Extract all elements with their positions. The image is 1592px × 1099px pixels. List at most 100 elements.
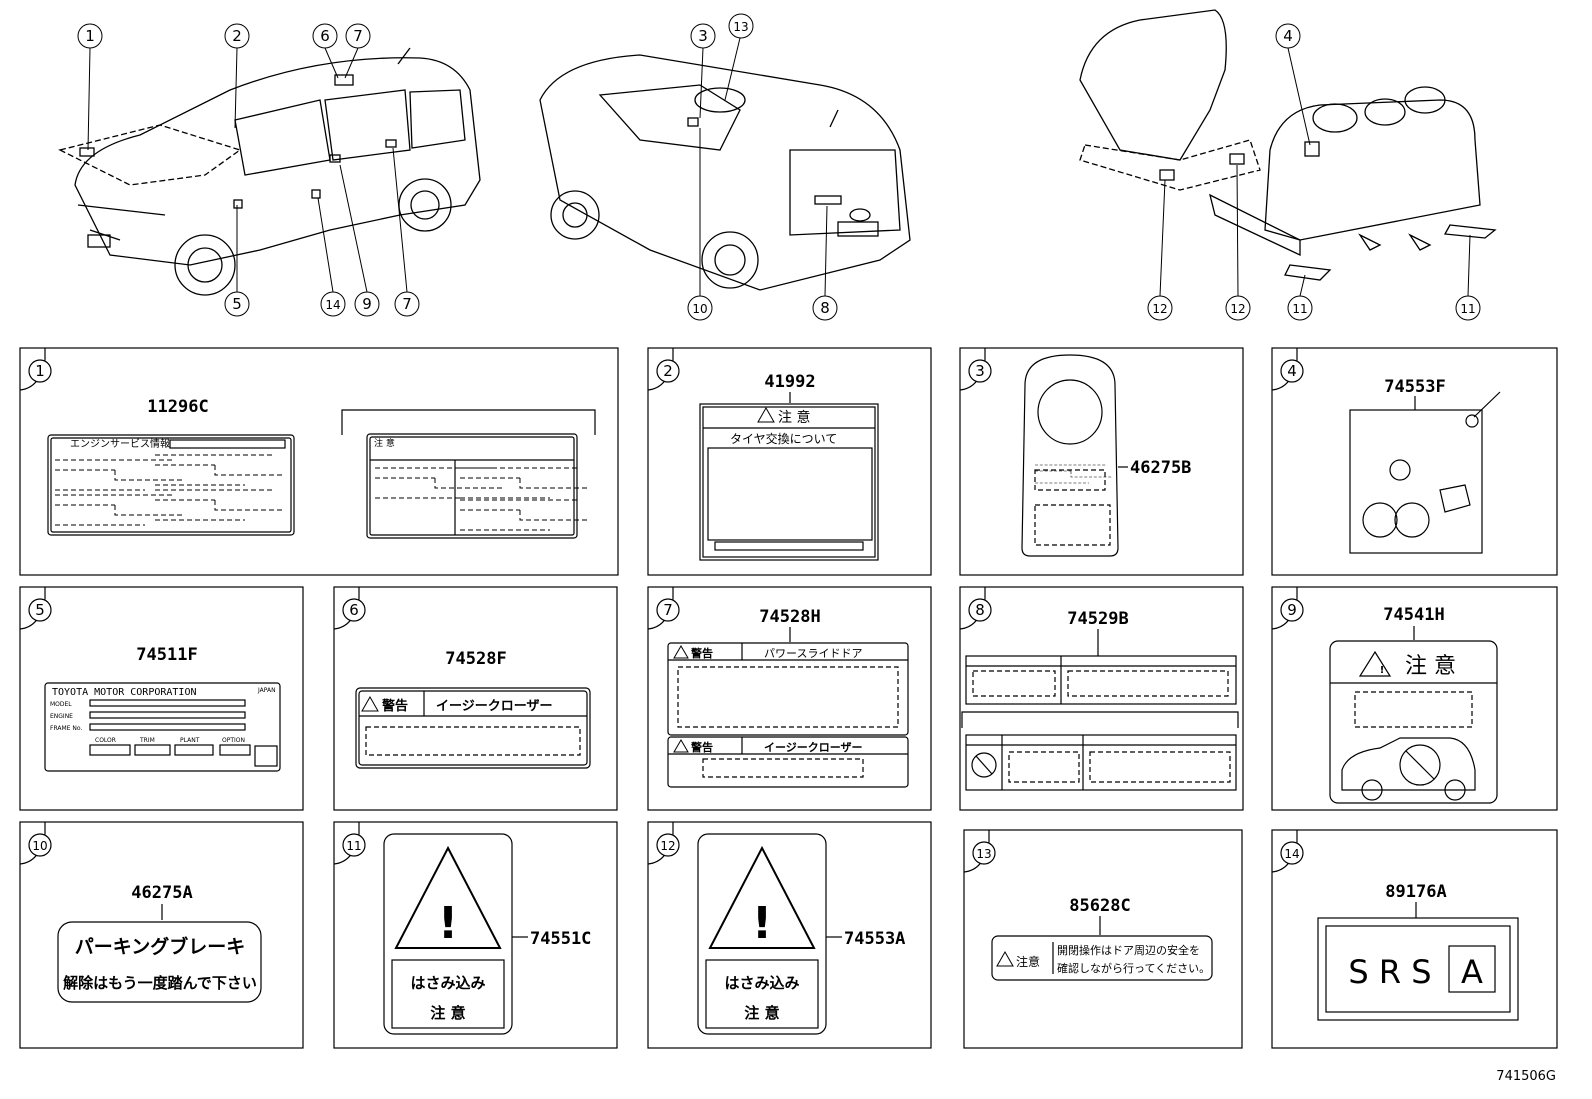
- part-number-74553F: 74553F: [1384, 377, 1445, 397]
- panel-10-number: 10: [32, 839, 47, 853]
- part-number-46275B: 46275B: [1130, 458, 1191, 478]
- label-row-engine: ENGINE: [50, 713, 73, 720]
- callout-10-text: 10: [692, 302, 707, 316]
- label-pinch-74553A: はさみ込み: [724, 974, 799, 992]
- callout-9-text: 9: [362, 295, 372, 313]
- label-col-plant: PLANT: [180, 737, 200, 744]
- callout-7b: 7: [394, 291, 420, 317]
- label-row-frame: FRAME No.: [50, 725, 82, 732]
- panel-7-number: 7: [663, 601, 673, 619]
- part-number-74528F: 74528F: [445, 649, 506, 669]
- panel-12-number: 12: [660, 839, 675, 853]
- panel-5: [19, 586, 304, 811]
- label-parking-brake: パーキングブレーキ: [75, 935, 245, 958]
- label-warning-74528F: 警告: [382, 698, 408, 714]
- part-number-41992: 41992: [764, 372, 815, 392]
- callout-10: 10: [687, 295, 713, 321]
- label-door-op-line2: 確認しながら行ってください。: [1057, 961, 1210, 975]
- panel-10: [19, 821, 304, 1049]
- panel-9: [1271, 586, 1558, 811]
- callout-3-text: 3: [698, 27, 708, 45]
- callout-7a-text: 7: [353, 27, 363, 45]
- callout-12b-text: 12: [1230, 302, 1245, 316]
- part-number-46275A: 46275A: [131, 883, 192, 903]
- callout-11a-text: 11: [1292, 302, 1307, 316]
- callout-14-text: 14: [325, 298, 340, 312]
- seats-illustration: [1079, 9, 1497, 281]
- label-release-note: 解除はもう一度踏んで下さい: [63, 974, 257, 992]
- label-power-slide-door: パワースライドドア: [764, 647, 862, 660]
- panel-9-number: 9: [1287, 601, 1297, 619]
- callout-12b: 12: [1225, 295, 1251, 321]
- svg-text:!: !: [1380, 665, 1385, 676]
- part-number-74511F: 74511F: [136, 645, 197, 665]
- callout-11b-text: 11: [1460, 302, 1475, 316]
- callout-9: 9: [354, 291, 380, 317]
- callout-8-text: 8: [820, 299, 830, 317]
- callout-5-text: 5: [232, 295, 242, 313]
- panel-6-number: 6: [349, 601, 359, 619]
- label-tire-change: タイヤ交換について: [730, 431, 837, 446]
- panel-13: [963, 829, 1243, 1049]
- part-number-74541H: 74541H: [1383, 605, 1444, 625]
- panel-1-number: 1: [35, 362, 45, 380]
- panel-2: [647, 347, 932, 576]
- panel-14: [1271, 829, 1558, 1049]
- label-row-model: MODEL: [50, 701, 72, 708]
- panel-8-number: 8: [975, 601, 985, 619]
- part-number-74528H: 74528H: [759, 607, 820, 627]
- callout-6-text: 6: [320, 27, 330, 45]
- callout-4: 4: [1275, 23, 1301, 49]
- label-door-op-line1: 開閉操作はドア周辺の安全を: [1057, 943, 1200, 957]
- part-number-74551C: 74551C: [530, 929, 591, 949]
- label-col-color: COLOR: [95, 737, 116, 744]
- panel-13-number: 13: [976, 847, 991, 861]
- callout-12a-text: 12: [1152, 302, 1167, 316]
- label-caution-85628C: 注意: [1016, 954, 1040, 969]
- panel-3-number: 3: [975, 362, 985, 380]
- part-number-85628C: 85628C: [1069, 896, 1130, 916]
- panel-11-number: 11: [346, 839, 361, 853]
- callout-4-text: 4: [1283, 27, 1293, 45]
- panel-7: [647, 586, 932, 811]
- panel-11: [333, 821, 618, 1049]
- label-col-trim: TRIM: [139, 737, 155, 744]
- van-rear-illustration: [539, 54, 911, 291]
- callout-13-text: 13: [733, 20, 748, 34]
- label-pinch-74551C: はさみ込み: [410, 974, 485, 992]
- part-number-11296C: 11296C: [147, 397, 208, 417]
- label-easy-closer-74528H: イージークローザー: [764, 741, 863, 754]
- callout-1-text: 1: [85, 27, 95, 45]
- label-easy-closer-74528F: イージークローザー: [436, 699, 552, 714]
- label-caution-74553A: 注 意: [744, 1004, 779, 1022]
- callout-12a: 12: [1147, 295, 1173, 321]
- callout-11b: 11: [1455, 295, 1481, 321]
- panel-5-number: 5: [35, 601, 45, 619]
- part-number-74529B: 74529B: [1067, 609, 1128, 629]
- callout-14: 14: [320, 291, 346, 317]
- van-front-side-illustration: [58, 47, 481, 296]
- callout-1: 1: [77, 23, 103, 49]
- callout-6: 6: [312, 23, 338, 49]
- panel-14-number: 14: [1284, 847, 1299, 861]
- panel-4: [1271, 347, 1558, 576]
- label-caution-74551C: 注 意: [430, 1004, 465, 1022]
- panel-12: [647, 821, 932, 1049]
- label-country: JAPAN: [257, 687, 276, 694]
- diagram-id: 741506G: [1496, 1069, 1556, 1084]
- part-number-89176A: 89176A: [1385, 882, 1446, 902]
- callout-8: 8: [812, 295, 838, 321]
- callout-13: 13: [728, 13, 754, 39]
- callout-2: 2: [224, 23, 250, 49]
- panel-1: [19, 347, 619, 576]
- part-number-74553A: 74553A: [844, 929, 905, 949]
- label-maker: TOYOTA MOTOR CORPORATION: [52, 687, 197, 698]
- top-callouts: 1 2 6 7 3 13 4 5 14 9 7 10 8 12 12 11 11: [77, 13, 1481, 321]
- panel-4-number: 4: [1287, 362, 1297, 380]
- label-caution-74541H: 注 意: [1405, 654, 1456, 679]
- callout-3: 3: [690, 23, 716, 49]
- callout-11a: 11: [1287, 295, 1313, 321]
- label-srs: S R S: [1348, 953, 1431, 991]
- callout-7a: 7: [345, 23, 371, 49]
